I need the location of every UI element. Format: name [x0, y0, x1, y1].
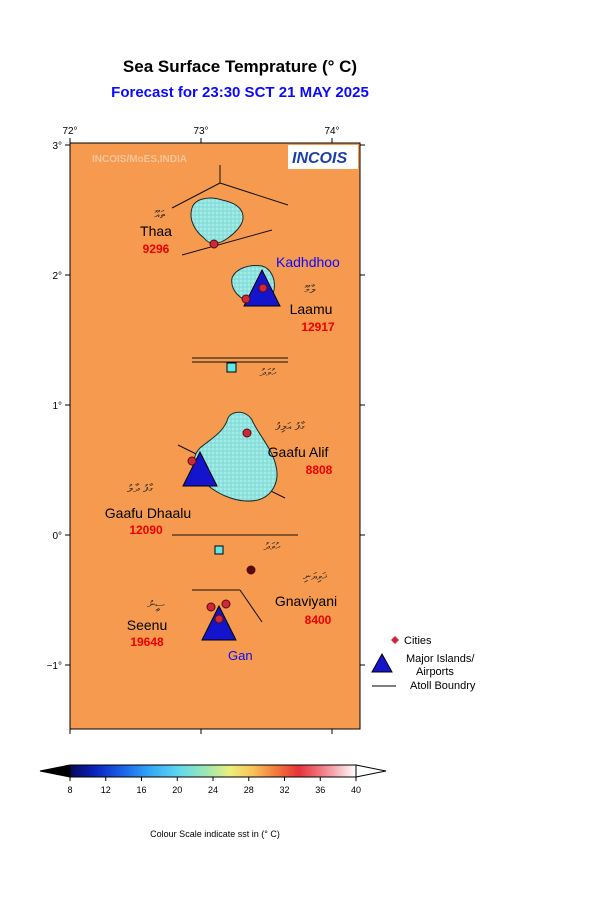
city-seenu-2: [221, 599, 231, 609]
dhivehi-gaafu-dhaalu: ގާފު ދާލު: [127, 482, 153, 495]
region-name-thaa: Thaa: [140, 223, 172, 239]
lon-ticks: 72° 73° 74°: [62, 126, 340, 734]
dhivehi-gnaviyani: ޚަވިޔަނި: [303, 570, 327, 583]
city-markers: [187, 239, 268, 624]
lat-tick-minus1: −1°: [47, 661, 62, 672]
lat-tick-2: 2°: [52, 271, 62, 282]
airport-label-gan: Gan: [228, 648, 253, 663]
region-name-gaafu-dhaalu: Gaafu Dhaalu: [105, 505, 191, 521]
lat-tick-1: 1°: [52, 401, 62, 412]
city-laamu-2: [258, 283, 268, 293]
atoll-boundaries: [171, 165, 298, 623]
colorbar-tick-label: 8: [67, 785, 72, 795]
colorbar-tick-label: 40: [351, 785, 361, 795]
colorbar-tick-label: 28: [244, 785, 254, 795]
colorbar-tick-label: 12: [101, 785, 111, 795]
watermark: INCOIS/MoES,INDIA: [92, 154, 187, 165]
city-gaafu-dhaalu: [187, 456, 197, 466]
incois-logo: INCOIS: [288, 145, 358, 169]
map-legend: Cities Major Islands/ Airports Atoll Bou…: [371, 635, 476, 692]
lat-ticks: 3° 2° 1° 0° −1°: [47, 141, 365, 672]
small-island-square-2: [214, 545, 224, 555]
region-name-gaafu-alif: Gaafu Alif: [268, 444, 329, 460]
lon-tick-72: 72°: [62, 126, 77, 137]
city-thaa: [209, 239, 219, 249]
city-seenu-1: [206, 602, 216, 612]
colorbar-tick-label: 20: [172, 785, 182, 795]
colorbar-high-arrow: [355, 764, 387, 778]
colorbar-gradient: [69, 764, 357, 778]
lat-tick-3: 3°: [52, 141, 62, 152]
region-name-seenu: Seenu: [127, 617, 167, 633]
region-value-laamu: 12917: [301, 320, 335, 334]
region-name-gnaviyani: Gnaviyani: [275, 593, 337, 609]
forecast-subtitle: Forecast for 23:30 SCT 21 MAY 2025: [111, 84, 369, 101]
colorbar: 8 12 16 20 24 28 32 36 40 Colour Scale indicate …: [39, 764, 387, 839]
dhivehi-huvadhu-2: ހުވަދު: [264, 540, 281, 553]
colorbar-ticks: 8 12 16 20 24 28 32 36 40: [67, 777, 361, 795]
logo-text: INCOIS: [292, 150, 347, 167]
dhivehi-laamu: ލާމޫ: [304, 283, 316, 296]
colorbar-caption: Colour Scale indicate sst in (° C): [150, 829, 280, 839]
small-island-square-1: [226, 362, 237, 373]
region-labels: Thaa 9296 Laamu 12917 Gaafu Alif 8808 Ga…: [105, 223, 337, 649]
dhivehi-seenu: ސީނު: [147, 598, 165, 612]
lat-tick-0: 0°: [52, 531, 62, 542]
legend-airports: Airports: [416, 666, 454, 678]
dhivehi-thaa: ތައޫ: [154, 208, 166, 221]
colorbar-tick-label: 16: [136, 785, 146, 795]
lon-tick-73: 73°: [193, 126, 208, 137]
city-seenu-3: [214, 614, 224, 624]
region-value-thaa: 9296: [143, 242, 170, 256]
atolls: [190, 197, 278, 502]
region-value-seenu: 19648: [130, 635, 164, 649]
city-gaafu-alif: [242, 428, 252, 438]
legend-airport-icon: [371, 652, 393, 673]
region-value-gaafu-alif: 8808: [306, 463, 333, 477]
legend-atoll-boundary: Atoll Boundry: [410, 680, 476, 692]
dhivehi-gaafu-alif: ގާފު އަލިފު: [275, 420, 305, 433]
gaafu-airport-marker: [182, 450, 218, 487]
thaa-atoll: [190, 197, 244, 244]
huvadhu-atoll: [193, 411, 278, 502]
region-name-laamu: Laamu: [290, 301, 333, 317]
legend-major-islands: Major Islands/: [406, 653, 475, 665]
region-value-gaafu-dhaalu: 12090: [129, 523, 163, 537]
airport-label-kadhdhoo: Kadhdhoo: [276, 254, 340, 270]
colorbar-tick-label: 24: [208, 785, 218, 795]
map-title: Sea Surface Temprature (° C): [122, 57, 358, 76]
colorbar-tick-label: 36: [315, 785, 325, 795]
legend-cities: Cities: [404, 635, 432, 647]
colorbar-low-arrow: [39, 764, 71, 778]
colorbar-tick-label: 32: [279, 785, 289, 795]
map-frame: [69, 142, 361, 730]
city-laamu-1: [241, 294, 251, 304]
legend-city-icon: [391, 636, 399, 644]
dhivehi-huvadhu-1: ހުވަދު: [260, 366, 277, 379]
region-value-gnaviyani: 8400: [305, 613, 332, 627]
dhivehi-labels: ތައޫ ލާމޫ ހުވަދު ގާފު އަލިފު ގާފު ދާލު ހ…: [127, 208, 327, 612]
lon-tick-74: 74°: [324, 126, 339, 137]
city-gnaviyani: [246, 565, 256, 575]
